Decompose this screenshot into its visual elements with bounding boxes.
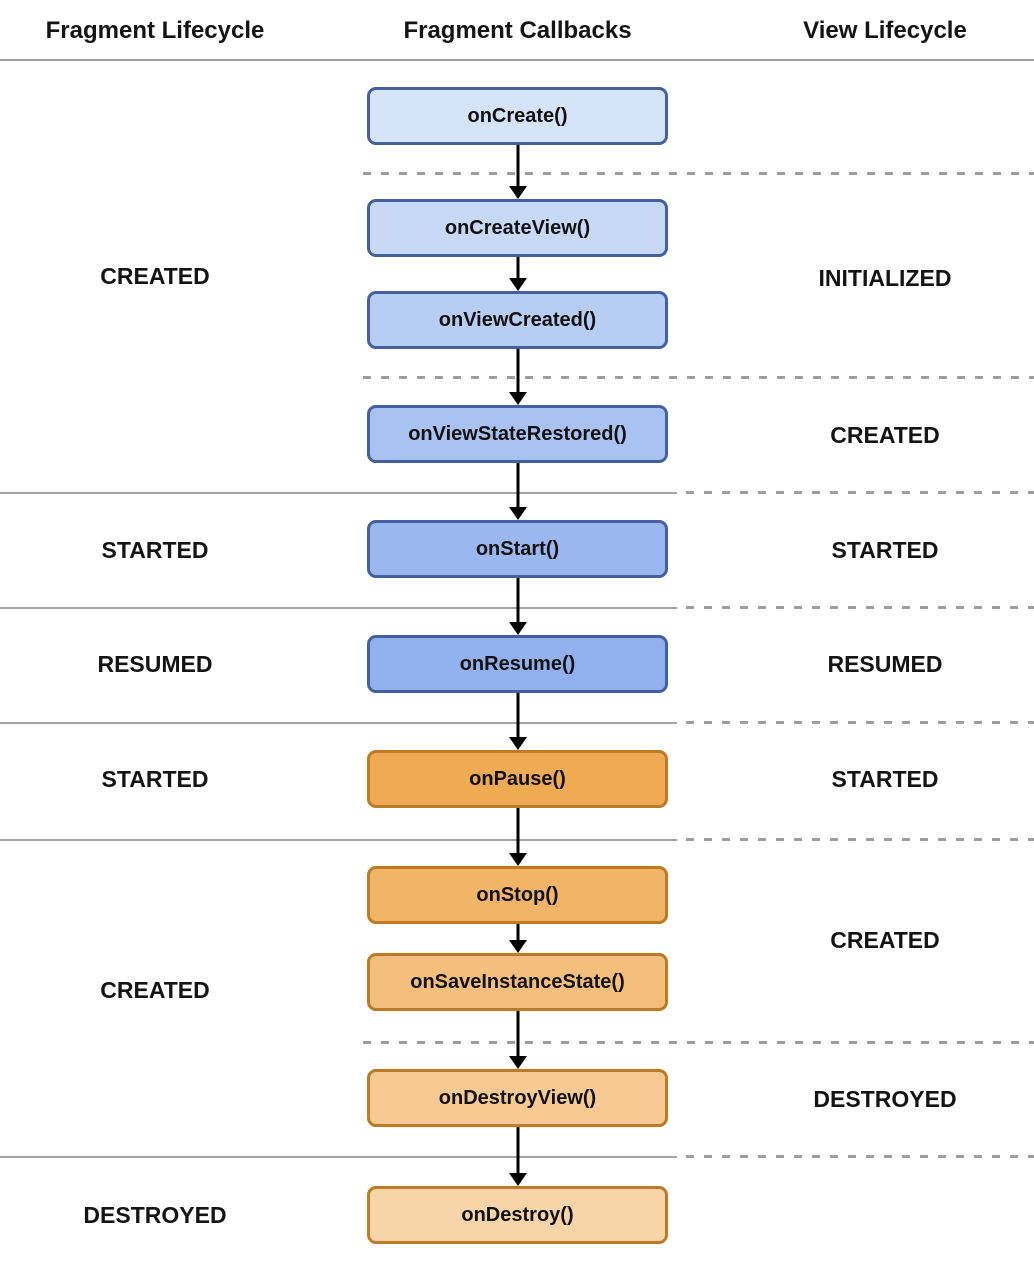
arrow-head-icon: [508, 278, 527, 291]
view-state-divider-dashed: [686, 838, 1034, 841]
callback-box-onsaveinstancestate: onSaveInstanceState(): [367, 953, 668, 1011]
fragment-state-label: STARTED: [101, 537, 209, 563]
arrow-shaft: [516, 808, 519, 857]
arrow-head-icon: [508, 940, 527, 953]
fragment-state-label: STARTED: [101, 766, 209, 792]
view-state-label: INITIALIZED: [818, 265, 952, 291]
callback-box-oncreateview: onCreateView(): [367, 199, 668, 257]
callback-box-onpause: onPause(): [367, 750, 668, 808]
fragment-state-divider-solid: [0, 1156, 677, 1158]
view-state-divider-dashed: [686, 606, 1034, 609]
flow-arrow: [508, 1011, 527, 1069]
column-header-view-lifecycle: View Lifecycle: [803, 17, 967, 44]
flow-arrow: [508, 349, 527, 405]
arrow-shaft: [516, 693, 519, 741]
arrow-head-icon: [508, 1056, 527, 1069]
callback-box-oncreate: onCreate(): [367, 87, 668, 145]
flow-arrow: [508, 924, 527, 953]
fragment-state-label: CREATED: [100, 263, 210, 289]
view-state-divider-dashed: [686, 1155, 1034, 1158]
callback-box-ondestroy: onDestroy(): [367, 1186, 668, 1244]
view-state-label: CREATED: [830, 422, 940, 448]
fragment-state-label: DESTROYED: [83, 1202, 227, 1228]
header-divider-line: [0, 59, 1034, 61]
view-state-label: CREATED: [830, 927, 940, 953]
arrow-shaft: [516, 924, 519, 944]
arrow-head-icon: [508, 737, 527, 750]
view-state-label: DESTROYED: [813, 1086, 957, 1112]
callback-box-ondestroyview: onDestroyView(): [367, 1069, 668, 1127]
fragment-state-divider-solid: [0, 492, 677, 494]
callback-box-onviewstaterestored: onViewStateRestored(): [367, 405, 668, 463]
view-state-divider-dashed: [363, 1041, 1034, 1044]
arrow-shaft: [516, 257, 519, 282]
view-state-divider-dashed: [363, 376, 1034, 379]
fragment-state-divider-solid: [0, 722, 677, 724]
view-state-label: STARTED: [831, 537, 939, 563]
flow-arrow: [508, 808, 527, 866]
flow-arrow: [508, 1127, 527, 1186]
arrow-head-icon: [508, 1173, 527, 1186]
view-state-divider-dashed: [686, 721, 1034, 724]
arrow-head-icon: [508, 622, 527, 635]
arrow-shaft: [516, 578, 519, 626]
flow-arrow: [508, 578, 527, 635]
fragment-state-divider-solid: [0, 839, 677, 841]
arrow-head-icon: [508, 853, 527, 866]
arrow-shaft: [516, 463, 519, 511]
arrow-shaft: [516, 1127, 519, 1177]
arrow-head-icon: [508, 186, 527, 199]
callback-box-onviewcreated: onViewCreated(): [367, 291, 668, 349]
arrow-head-icon: [508, 392, 527, 405]
arrow-head-icon: [508, 507, 527, 520]
column-header-fragment-lifecycle: Fragment Lifecycle: [45, 17, 265, 44]
flow-arrow: [508, 145, 527, 199]
callback-box-onresume: onResume(): [367, 635, 668, 693]
view-state-divider-dashed: [686, 491, 1034, 494]
view-state-label: RESUMED: [827, 651, 943, 677]
view-state-divider-dashed: [363, 172, 1034, 175]
arrow-shaft: [516, 349, 519, 396]
flow-arrow: [508, 693, 527, 750]
arrow-shaft: [516, 1011, 519, 1060]
callback-box-onstop: onStop(): [367, 866, 668, 924]
fragment-state-label: RESUMED: [97, 651, 213, 677]
callback-box-onstart: onStart(): [367, 520, 668, 578]
flow-arrow: [508, 257, 527, 291]
flow-arrow: [508, 463, 527, 520]
fragment-state-divider-solid: [0, 607, 677, 609]
arrow-shaft: [516, 145, 519, 190]
view-state-label: STARTED: [831, 766, 939, 792]
fragment-state-label: CREATED: [100, 977, 210, 1003]
column-header-fragment-callbacks: Fragment Callbacks: [403, 17, 632, 44]
